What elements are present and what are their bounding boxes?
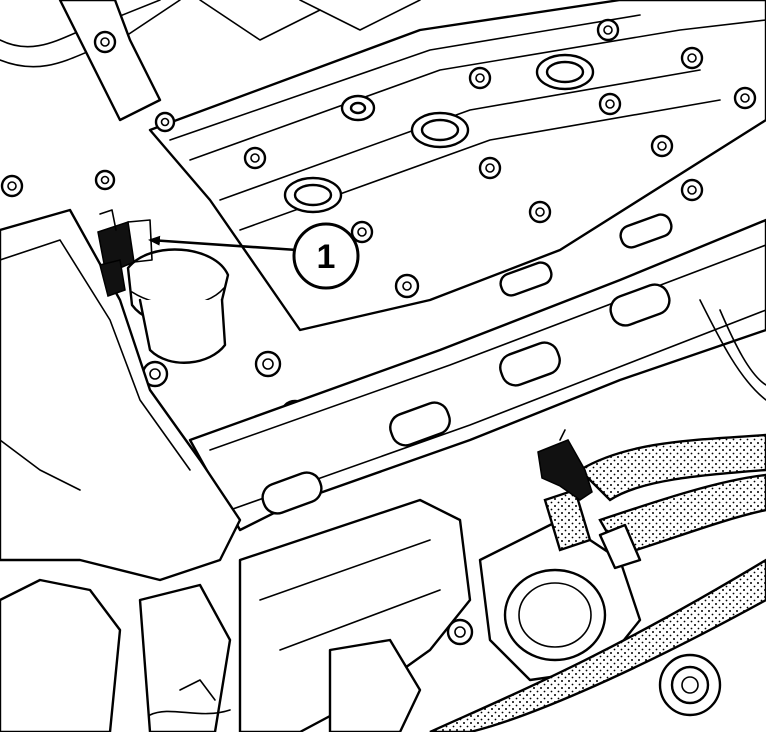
callout-leader-line: [148, 235, 298, 252]
thermostat-housing: [478, 518, 642, 682]
manifold-flange: [188, 213, 766, 532]
camshaft-sensor: [97, 209, 153, 297]
bolt: [141, 360, 169, 388]
bolt: [254, 350, 282, 378]
bolt: [93, 30, 117, 54]
coolant-temp-sensor: [537, 429, 593, 501]
bolt: [350, 220, 374, 244]
bolt: [94, 169, 116, 191]
bolt: [680, 46, 704, 70]
bolt: [650, 134, 674, 158]
bolt: [0, 174, 24, 198]
bolt: [528, 200, 552, 224]
bolt: [468, 66, 492, 90]
bolt: [478, 156, 502, 180]
bolt: [596, 18, 620, 42]
oil-filler-cap: [126, 248, 230, 364]
lower-block: [238, 498, 722, 732]
callout-1: 1: [292, 222, 360, 290]
bolt: [154, 111, 176, 133]
callout-1-label: 1: [317, 238, 336, 276]
wiring: [149, 299, 766, 716]
coolant-hoses: [429, 433, 766, 732]
bolt: [598, 92, 622, 116]
bolt: [680, 178, 704, 202]
bolt: [733, 86, 757, 110]
bolt: [394, 273, 420, 299]
bolt: [243, 146, 267, 170]
